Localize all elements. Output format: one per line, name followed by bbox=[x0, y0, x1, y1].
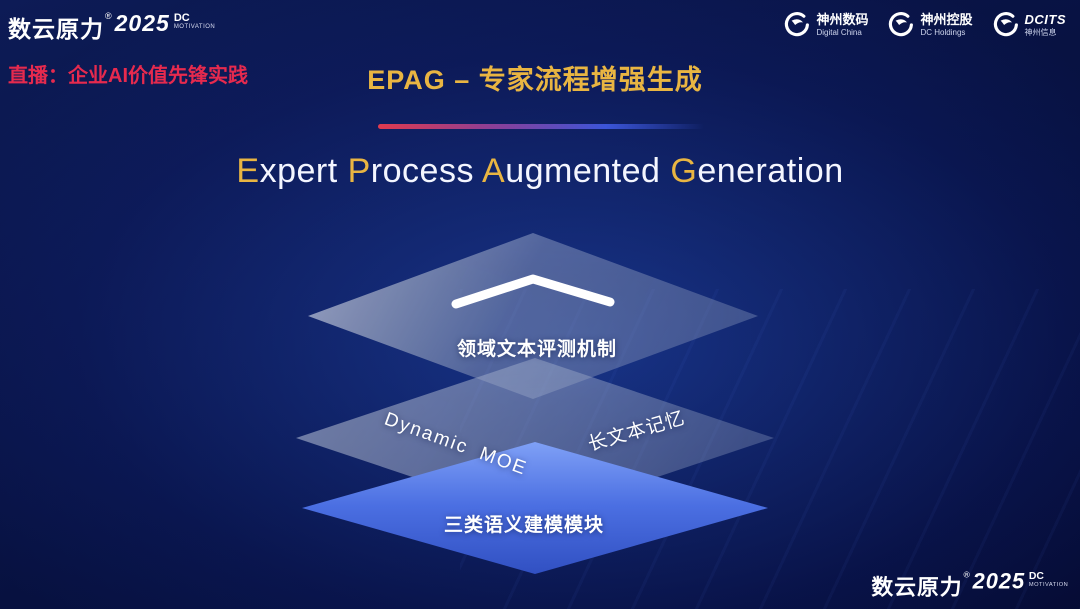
bottom-layer-label: 三类语义建模模块 bbox=[444, 515, 605, 536]
partner-name: 神州控股 bbox=[920, 11, 973, 27]
brand-motivation: MOTIVATION bbox=[1028, 582, 1068, 588]
partner-logos: 神州数码 Digital China 神州控股 DC Holdings DCIT… bbox=[782, 11, 1066, 39]
brand-year: 2025 bbox=[972, 568, 1025, 594]
heading-part: rocess bbox=[370, 152, 483, 190]
partner-subname: 神州信息 bbox=[1024, 27, 1057, 37]
brand-registered-mark: ® bbox=[963, 569, 970, 580]
partner-subname: Digital China bbox=[816, 27, 862, 37]
brand-dc: DC bbox=[1028, 570, 1044, 582]
partner-text: 神州数码 Digital China bbox=[816, 11, 869, 37]
digital-china-swirl-icon bbox=[785, 12, 810, 37]
gradient-divider bbox=[378, 124, 704, 129]
heading-part: xpert bbox=[259, 152, 348, 190]
brand-logo-bottom: 数云原力 ® 2025 DC MOTIVATION bbox=[871, 569, 1068, 601]
heading-part: E bbox=[236, 152, 260, 190]
top-layer-label: 领域文本评测机制 bbox=[456, 339, 617, 360]
heading-part: eneration bbox=[697, 152, 844, 190]
partner-name: DCITS bbox=[1024, 11, 1066, 27]
partner-dc-holdings: 神州控股 DC Holdings bbox=[886, 11, 973, 39]
heading-part: A bbox=[482, 152, 506, 190]
brand-subtitle: DC MOTIVATION bbox=[1029, 571, 1068, 589]
brand-name: 数云原力 bbox=[8, 16, 104, 42]
chevron-up-icon bbox=[451, 274, 615, 309]
dcits-swirl-icon bbox=[993, 12, 1018, 37]
partner-digital-china: 神州数码 Digital China bbox=[782, 11, 868, 39]
partner-dcits: DCITS 神州信息 bbox=[991, 11, 1067, 39]
brand-year: 2025 bbox=[114, 10, 170, 36]
partner-name: 神州数码 bbox=[816, 11, 869, 27]
partner-text: 神州控股 DC Holdings bbox=[920, 11, 973, 37]
partner-text: DCITS 神州信息 bbox=[1024, 11, 1067, 37]
page-title: EPAG – 专家流程增强生成 bbox=[367, 65, 703, 95]
dc-holdings-swirl-icon bbox=[889, 12, 914, 37]
live-stream-label: 直播：企业AI价值先锋实践 bbox=[8, 65, 248, 87]
brand-motivation: MOTIVATION bbox=[173, 24, 216, 31]
heading-part: G bbox=[670, 152, 698, 190]
brand-name: 数云原力 bbox=[871, 574, 963, 600]
partner-subname: DC Holdings bbox=[920, 27, 966, 37]
heading-part: ugmented bbox=[505, 152, 671, 190]
main-heading: Expert Process Augmented Generation bbox=[0, 152, 1080, 191]
heading-part: P bbox=[347, 152, 371, 190]
brand-logo-top: 数云原力 ® 2025 DC MOTIVATION bbox=[8, 10, 215, 44]
brand-subtitle: DC MOTIVATION bbox=[174, 12, 215, 31]
brand-registered-mark: ® bbox=[105, 11, 112, 21]
brand-dc: DC bbox=[173, 12, 190, 24]
